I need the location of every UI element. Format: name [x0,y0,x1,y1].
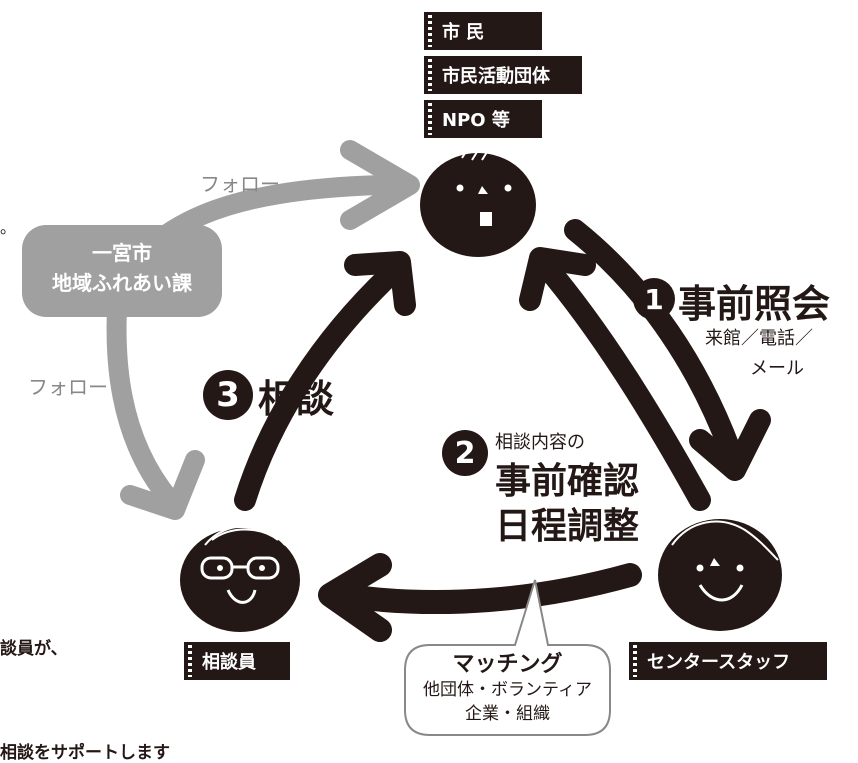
edge-fragment-mid: 談員が、 [0,639,68,659]
edge-fragment-bottom: 相談をサポートします [0,743,170,763]
office-label: 一宮市 地域ふれあい課 [22,238,222,298]
citizen-face-icon [420,141,536,257]
matching-text: マッチング 他団体・ボランティア 企業・組織 [405,652,610,726]
edge-dot-top: 。 [0,218,17,237]
arrow-step2 [318,553,642,642]
tag-npo: NPO 等 [424,100,542,138]
office-line2: 地域ふれあい課 [52,271,192,295]
tag-citizen: 市 民 [424,12,542,50]
office-line1: 一宮市 [92,241,152,265]
step1-number: 1 [633,278,675,320]
step2-line1: 事前確認 [495,461,640,502]
matching-bubble [404,579,611,736]
follow-label-left: フォロー [28,375,108,399]
step1-title: 事前照会 [678,282,831,326]
office-box [22,225,222,317]
tag-counselor: 相談員 [184,642,290,680]
staff-face-icon [658,519,782,631]
arrow-step1-down [564,219,771,481]
step3-title: 相談 [258,377,335,421]
follow-label-top: フォロー [200,172,280,196]
step3-number: 3 [203,370,253,420]
step2-number: 2 [442,430,488,476]
step1-sub1: 来館／電話／ [705,328,813,349]
arrow-step1-up [519,247,711,511]
counselor-face-icon [180,525,300,632]
step2-prefix: 相談内容の [495,432,585,453]
matching-title: マッチング [452,652,563,677]
tag-center-staff: センタースタッフ [629,642,827,680]
arrow-step3 [234,251,416,511]
matching-line2: 企業・組織 [465,704,550,724]
matching-line1: 他団体・ボランティア [423,680,592,700]
step2-line2: 日程調整 [495,506,640,547]
step1-sub2: メール [750,358,804,379]
tag-civic-groups: 市民活動団体 [424,56,582,94]
